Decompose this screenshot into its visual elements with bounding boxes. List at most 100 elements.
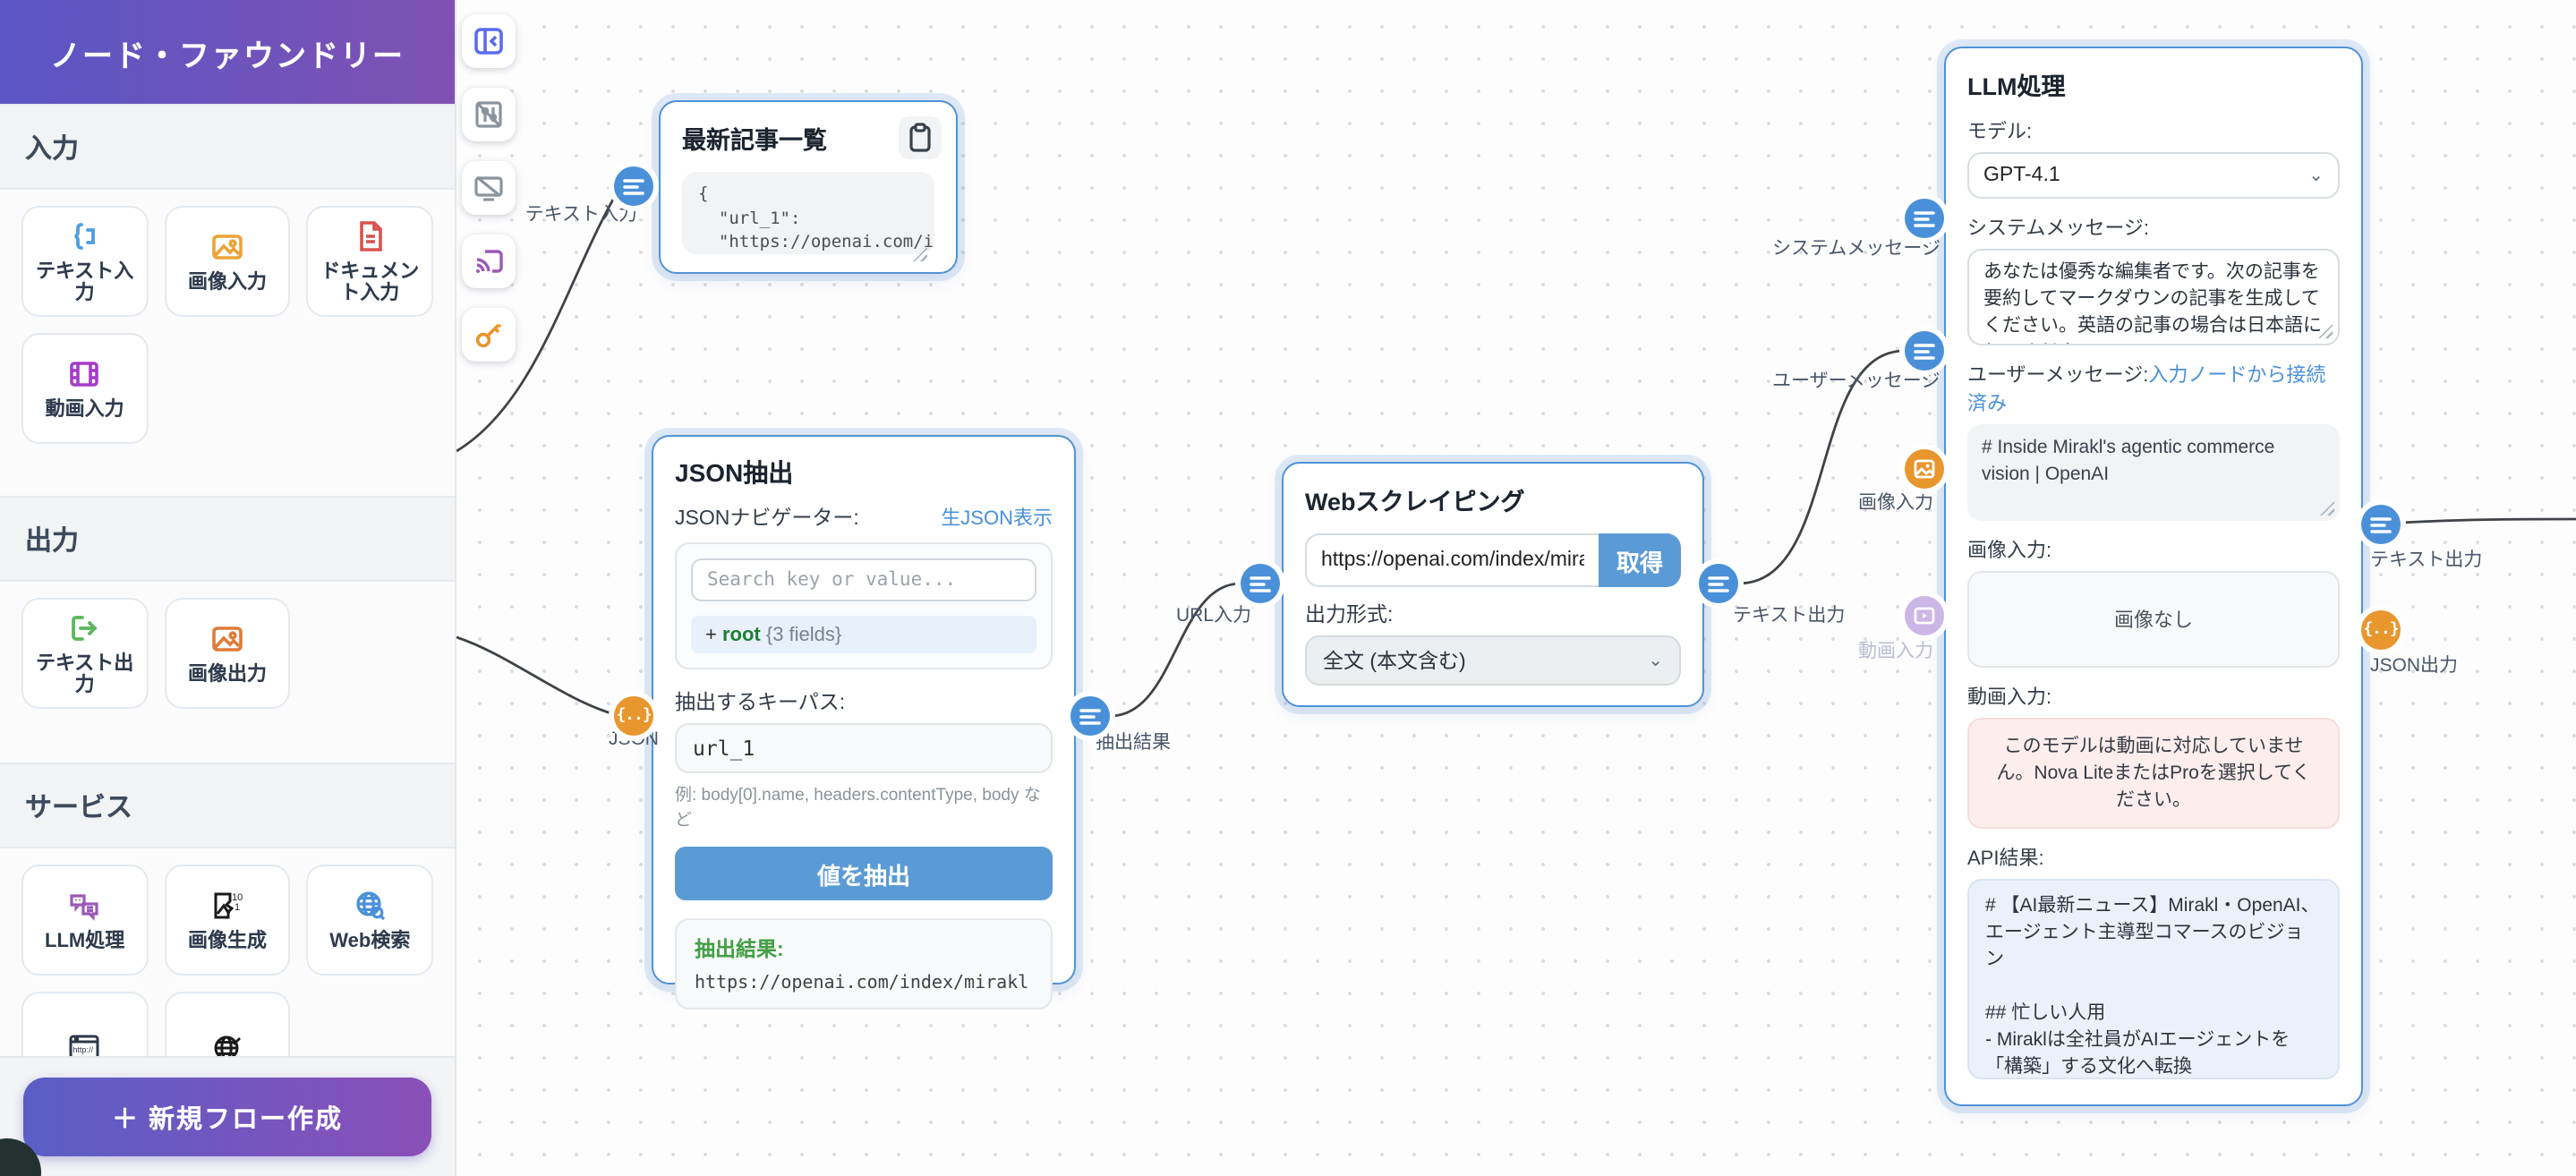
port-text-input[interactable] [614, 166, 653, 206]
palette-item-label: テキスト入力 [35, 260, 134, 304]
output-format-select[interactable]: 全文 (本文含む) ⌄ [1305, 635, 1681, 686]
palette-item-text-input[interactable]: テキスト入力 [21, 206, 149, 317]
api-key-button[interactable] [462, 308, 516, 362]
cast-icon [476, 250, 503, 273]
extract-value-button[interactable]: 値を抽出 [675, 847, 1053, 900]
text-lines-icon [623, 179, 644, 195]
port-user-message[interactable] [1905, 331, 1944, 371]
palette-item-image-input[interactable]: 画像入力 [164, 206, 291, 317]
input-items: テキスト入力 画像入力 ドキュメント入力 動画入力 [0, 190, 455, 496]
flow-canvas[interactable]: 最新記事一覧 { "url_1": "https://openai.com/in… [456, 0, 2576, 1176]
text-lines-icon [1914, 344, 1935, 360]
model-select[interactable]: GPT-4.1 ⌄ [1967, 152, 2340, 199]
palette-item-llm[interactable]: LLM処理 [21, 865, 149, 976]
palette-item-document-input[interactable]: ドキュメント入力 [306, 206, 433, 317]
port-label: 動画入力 [1858, 641, 1933, 662]
node-latest-articles[interactable]: 最新記事一覧 { "url_1": "https://openai.com/in… [659, 100, 958, 274]
svg-text:10: 10 [232, 892, 243, 903]
section-header-input: 入力 [0, 104, 455, 190]
user-message-textarea[interactable]: # Inside Mirakl's agentic commerce visio… [1967, 424, 2340, 521]
raw-json-link[interactable]: 生JSON表示 [941, 508, 1053, 530]
palette-item-video-input[interactable]: 動画入力 [21, 333, 149, 444]
user-message-label: ユーザーメッセージ:入力ノードから接続済み [1967, 365, 2326, 415]
clipboard-icon [909, 123, 931, 152]
edge-sidebar-to-json-extract[interactable] [456, 635, 615, 716]
text-lines-icon [1708, 576, 1729, 592]
port-json-out[interactable]: {..} [2361, 610, 2401, 650]
articles-json-preview[interactable]: { "url_1": "https://openai.com/index/ [682, 172, 934, 254]
palette-item-image-output[interactable]: 画像出力 [164, 598, 291, 709]
app-title: ノード・ファウンドリー [0, 0, 455, 104]
api-result-label: API結果: [1967, 848, 2044, 870]
system-message-label: システムメッセージ: [1967, 218, 2150, 240]
node-llm[interactable]: LLM処理 モデル: GPT-4.1 ⌄ システムメッセージ: あなたは優秀な編… [1944, 47, 2363, 1106]
port-json-in[interactable]: {..} [614, 696, 653, 736]
tree-expand-toggle[interactable]: + [705, 625, 722, 646]
palette-item-label: テキスト出力 [35, 652, 134, 696]
image-icon [212, 626, 243, 652]
resize-handle[interactable] [2320, 501, 2334, 516]
document-icon [359, 220, 382, 251]
port-web-text-out[interactable] [1699, 564, 1738, 603]
copy-button[interactable] [899, 116, 942, 159]
svg-text:1: 1 [235, 902, 240, 913]
key-path-input[interactable] [675, 723, 1053, 773]
video-input-label: 動画入力: [1967, 687, 2052, 709]
node-title: 最新記事一覧 [682, 127, 827, 154]
port-label: JSON出力 [2370, 655, 2459, 677]
edge-webtext-to-usermsg[interactable] [1737, 349, 1906, 585]
tree-root-meta: {3 fields} [760, 625, 842, 646]
port-image-in[interactable] [1905, 449, 1944, 489]
svg-text:http://: http:// [73, 1045, 94, 1054]
system-message-textarea[interactable]: あなたは優秀な編集者です。次の記事を要約してマークダウンの記事を生成してください… [1967, 249, 2340, 345]
port-extract-out[interactable] [1070, 696, 1110, 736]
json-search-input[interactable] [691, 558, 1036, 601]
connected-input-link[interactable]: 入力ノードから接続済み [1967, 365, 2326, 415]
collapse-sidebar-button[interactable] [462, 14, 516, 68]
palette-item-label: 画像生成 [187, 930, 267, 952]
chevron-down-icon: ⌄ [1648, 651, 1663, 670]
palette-item-web-search[interactable]: Web検索 [306, 865, 433, 976]
port-label: システムメッセージ [1772, 238, 1941, 260]
text-output-icon [72, 615, 98, 641]
palette-item-label: ドキュメント入力 [320, 260, 420, 304]
key-path-label: 抽出するキーパス: [675, 693, 846, 714]
new-flow-button[interactable]: ＋ 新規フロー作成 [23, 1078, 431, 1156]
palette-item-label: 画像出力 [187, 663, 267, 686]
palette-item-label: LLM処理 [45, 930, 125, 952]
scrape-url-input[interactable] [1305, 533, 1599, 587]
cast-button[interactable] [462, 234, 516, 288]
port-label: テキスト入力 [525, 204, 637, 226]
port-url-in[interactable] [1241, 564, 1280, 603]
extract-result-panel: 抽出結果: https://openai.com/index/mirakl [675, 918, 1053, 1010]
api-result-box[interactable]: # 【AI最新ニュース】Mirakl・OpenAI、エージェント主導型コマースの… [1967, 879, 2340, 1079]
key-icon [475, 323, 502, 348]
node-json-extract[interactable]: JSON抽出 JSONナビゲーター: 生JSON表示 + root {3 fie… [652, 435, 1076, 1010]
json-navigator-panel: + root {3 fields} [675, 542, 1053, 669]
text-input-icon [74, 222, 96, 250]
output-format-value: 全文 (本文含む) [1323, 652, 1466, 673]
port-system-message[interactable] [1905, 199, 1944, 238]
port-llm-text-out[interactable] [2361, 505, 2401, 544]
film-icon [70, 361, 99, 387]
port-video-in[interactable] [1905, 596, 1944, 635]
braces-icon: {..} [616, 707, 652, 725]
palette-item-label: Web検索 [329, 930, 411, 952]
fetch-button[interactable]: 取得 [1599, 533, 1681, 587]
node-web-scraping[interactable]: Webスクレイピング 取得 出力形式: 全文 (本文含む) ⌄ [1282, 462, 1704, 707]
json-tree-root-row[interactable]: + root {3 fields} [691, 616, 1036, 653]
toggle-handles-button[interactable] [462, 88, 516, 141]
panel-collapse-icon [474, 28, 503, 55]
node-title: JSON抽出 [675, 458, 794, 487]
section-header-services: サービス [0, 763, 455, 848]
tree-root-label: root [721, 625, 761, 646]
palette-item-text-output[interactable]: テキスト出力 [21, 598, 149, 709]
edge-llmtext-to-right[interactable] [2400, 517, 2576, 524]
edge-extract-to-url[interactable] [1109, 582, 1241, 718]
section-header-output: 出力 [0, 496, 455, 582]
chat-bubbles-icon [71, 894, 99, 921]
edge-sidebar-to-articles[interactable] [456, 191, 619, 453]
toggle-screen-button[interactable] [462, 161, 516, 215]
